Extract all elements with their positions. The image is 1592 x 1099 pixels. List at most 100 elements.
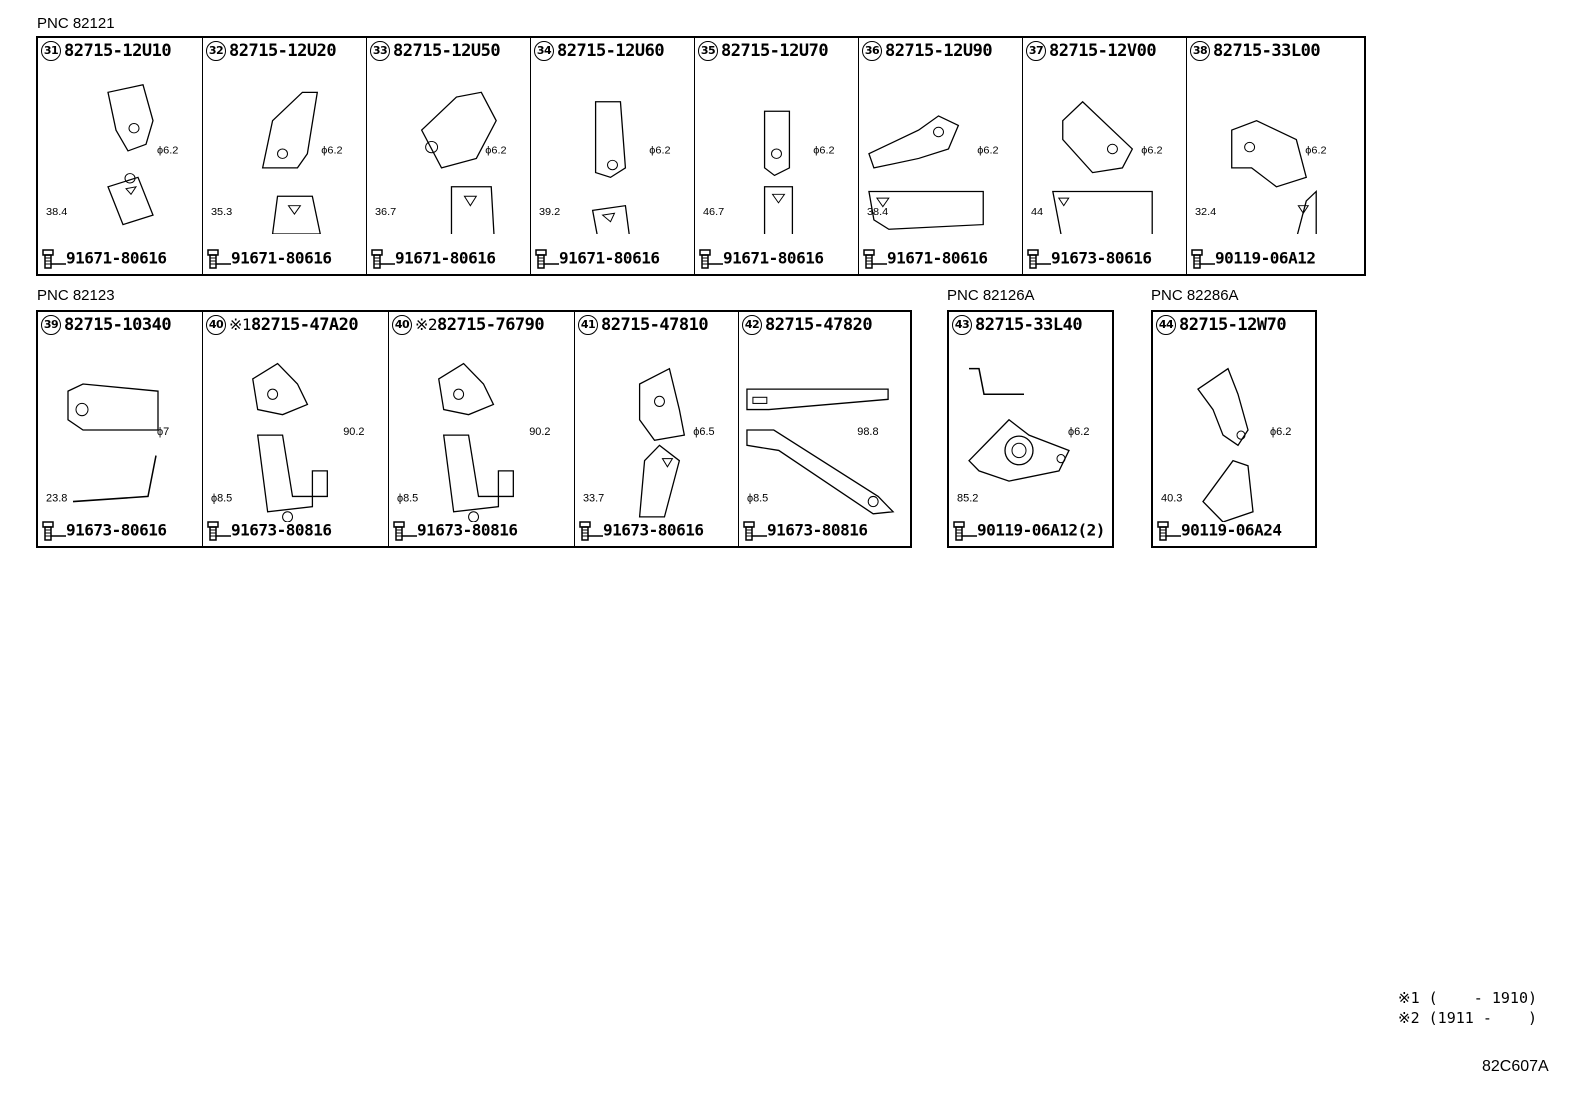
- bolt-icon: [393, 521, 417, 541]
- callout-number: 39: [41, 315, 61, 335]
- callout-number: 36: [862, 41, 882, 61]
- bolt-part: 91671-80616: [42, 248, 200, 270]
- part-number[interactable]: 82715-12U10: [64, 41, 172, 61]
- bolt-icon: [743, 521, 767, 541]
- bolt-number[interactable]: 91671-80616: [887, 248, 988, 268]
- note-2: ※2 (1911 - ): [1398, 1009, 1537, 1027]
- part-number[interactable]: 82715-12U50: [393, 41, 501, 61]
- hole-diameter-label: ϕ6.2: [649, 145, 670, 157]
- part-number[interactable]: 82715-76790: [437, 315, 545, 335]
- part-number[interactable]: 82715-12U20: [229, 41, 337, 61]
- bolt-number[interactable]: 91673-80816: [767, 520, 868, 540]
- hole-diameter-label: ϕ6.2: [1068, 426, 1089, 438]
- callout-number: 38: [1190, 41, 1210, 61]
- part-number[interactable]: 82715-47A20: [251, 315, 359, 335]
- bolt-number[interactable]: 91671-80616: [723, 248, 824, 268]
- hole-diameter-label: ϕ6.2: [157, 145, 178, 157]
- bolt-number[interactable]: 91671-80616: [66, 248, 167, 268]
- part-number[interactable]: 82715-33L40: [975, 315, 1083, 335]
- dimension-label: 85.2: [957, 492, 978, 504]
- hole-diameter-label: ϕ7: [157, 426, 169, 438]
- part-number[interactable]: 82715-12U70: [721, 41, 829, 61]
- bolt-number[interactable]: 90119-06A12: [1215, 248, 1316, 268]
- part-number[interactable]: 82715-12W70: [1179, 315, 1287, 335]
- bolt-number[interactable]: 90119-06A12(2): [977, 520, 1105, 540]
- dimension-label: 40.3: [1161, 492, 1182, 504]
- bracket-drawing: 36.7ϕ6.2: [375, 91, 507, 234]
- part-number[interactable]: 82715-12U90: [885, 41, 993, 61]
- bolt-part: 91671-80616: [535, 248, 692, 270]
- hole-diameter-label: 98.8: [857, 426, 878, 438]
- bolt-number[interactable]: 91673-80816: [417, 520, 518, 540]
- bolt-number[interactable]: 91671-80616: [231, 248, 332, 268]
- hole-diameter-label: ϕ6.2: [1141, 145, 1162, 157]
- bolt-icon: [863, 249, 887, 269]
- bracket-drawing: ϕ8.590.2: [211, 362, 365, 522]
- bolt-part: 91673-80616: [579, 520, 736, 542]
- bolt-number[interactable]: 91671-80616: [559, 248, 660, 268]
- hole-diameter-label: ϕ6.2: [321, 145, 342, 157]
- bolt-icon: [42, 521, 66, 541]
- dimension-label: 23.8: [46, 492, 67, 504]
- bolt-icon: [1157, 521, 1181, 541]
- bolt-part: 91671-80616: [699, 248, 856, 270]
- hole-diameter-label: ϕ6.2: [977, 145, 998, 157]
- bolt-icon: [699, 249, 723, 269]
- bolt-number[interactable]: 90119-06A24: [1181, 520, 1282, 540]
- bolt-number[interactable]: 91673-80616: [603, 520, 704, 540]
- pnc-label-82121: PNC 82121: [37, 15, 115, 32]
- date-mark: ※1: [229, 315, 252, 334]
- callout-number: 35: [698, 41, 718, 61]
- date-mark: ※2: [415, 315, 438, 334]
- hole-diameter-label: 90.2: [529, 426, 550, 438]
- dimension-label: ϕ8.5: [211, 492, 232, 504]
- bolt-number[interactable]: 91671-80616: [395, 248, 496, 268]
- part-number[interactable]: 82715-10340: [64, 315, 172, 335]
- bracket-drawing: 40.3ϕ6.2: [1161, 367, 1291, 522]
- part-number[interactable]: 82715-12V00: [1049, 41, 1157, 61]
- bolt-part: 90119-06A24: [1157, 520, 1313, 542]
- bolt-icon: [1191, 249, 1215, 269]
- part-number[interactable]: 82715-12U60: [557, 41, 665, 61]
- bracket-drawing: 38.4ϕ6.2: [46, 84, 178, 226]
- bolt-icon: [535, 249, 559, 269]
- part-number[interactable]: 82715-47810: [601, 315, 709, 335]
- bolt-icon: [953, 521, 977, 541]
- bolt-icon: [207, 249, 231, 269]
- bolt-part: 91673-80616: [42, 520, 200, 542]
- callout-number: 40: [392, 315, 412, 335]
- hole-diameter-label: ϕ6.2: [1305, 145, 1326, 157]
- bolt-number[interactable]: 91673-80816: [231, 520, 332, 540]
- bracket-drawing: 35.3ϕ6.2: [211, 91, 343, 234]
- part-number[interactable]: 82715-33L00: [1213, 41, 1321, 61]
- pnc-label-82286a: PNC 82286A: [1151, 287, 1239, 304]
- callout-number: 44: [1156, 315, 1176, 335]
- bolt-part: 91673-80616: [1027, 248, 1184, 270]
- callout-number: 31: [41, 41, 61, 61]
- dimension-label: ϕ8.5: [747, 492, 768, 504]
- bolt-number[interactable]: 91673-80616: [1051, 248, 1152, 268]
- bracket-drawing: 38.4ϕ6.2: [867, 115, 999, 230]
- part-number[interactable]: 82715-47820: [765, 315, 873, 335]
- bolt-icon: [207, 521, 231, 541]
- bolt-number[interactable]: 91673-80616: [66, 520, 167, 540]
- bolt-part: 91671-80616: [207, 248, 364, 270]
